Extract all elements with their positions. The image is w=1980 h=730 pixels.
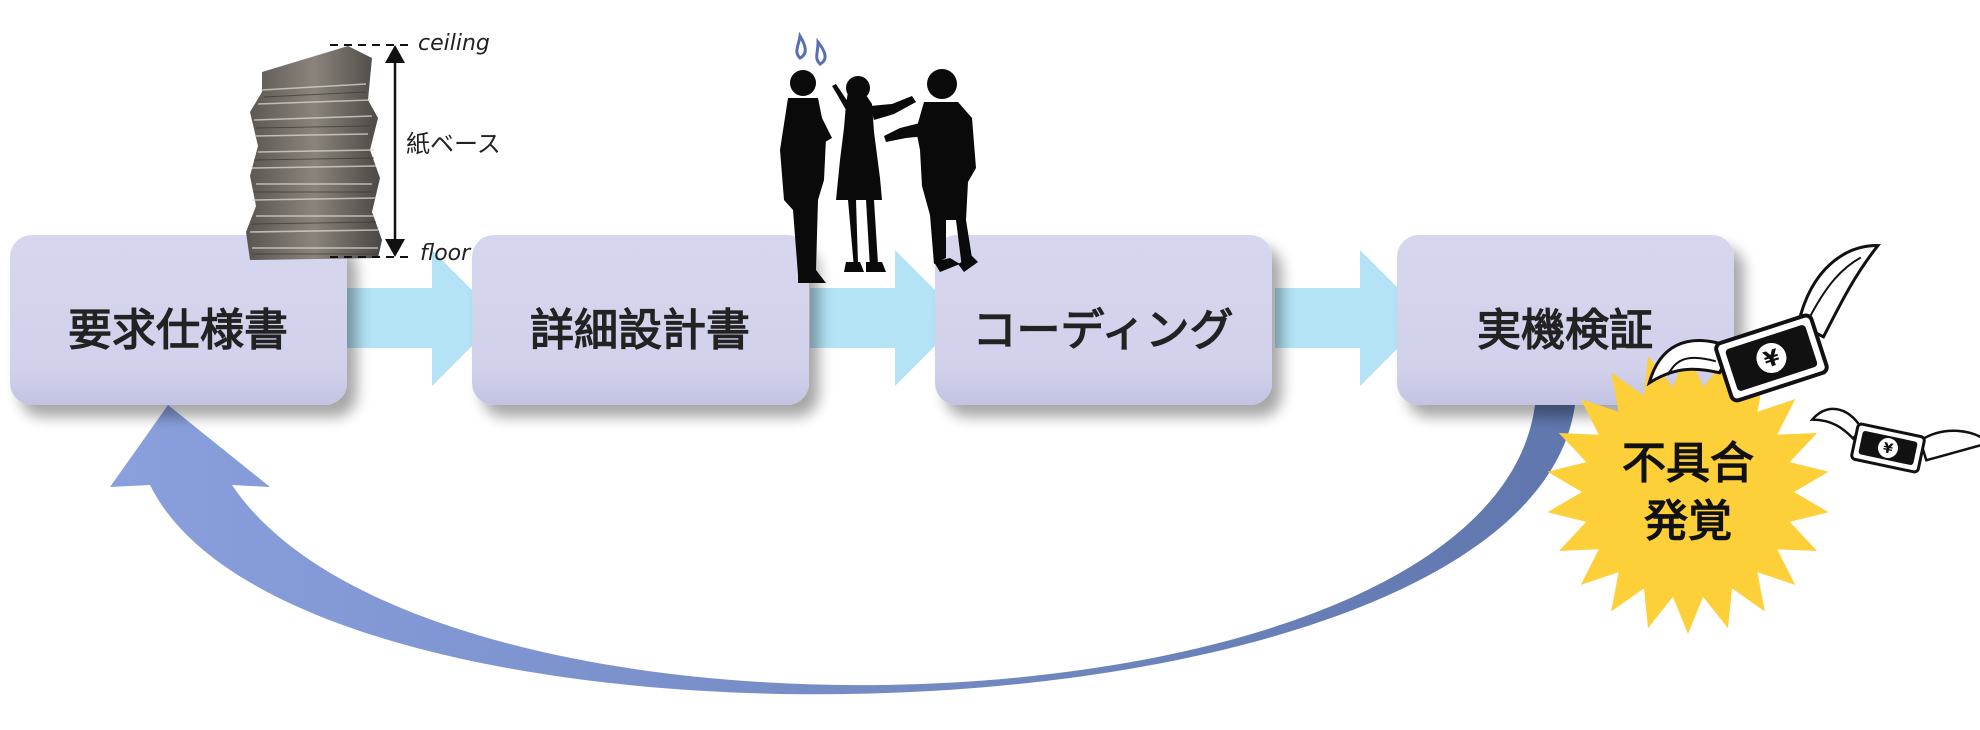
measure-arrowhead-up: [385, 45, 405, 63]
height-measurement: ceiling floor 紙ベース: [330, 31, 501, 266]
stage-label: コーディング: [973, 305, 1234, 356]
burst-shape: [1547, 350, 1829, 634]
ceiling-label: ceiling: [418, 31, 490, 56]
defect-found-burst: 不具合 発覚: [1547, 350, 1829, 634]
people-silhouette-icon: [780, 69, 978, 283]
stage-detailed-design: 詳細設計書: [472, 235, 809, 405]
yen-symbol-small: ¥: [1881, 440, 1894, 458]
stage-box: [10, 235, 347, 405]
stage-requirements: 要求仕様書: [10, 235, 347, 405]
feedback-loop-arrow: [110, 405, 1575, 695]
paper-stack-icon: [246, 46, 382, 260]
stage-coding: コーディング: [935, 235, 1272, 405]
stage-label: 詳細設計書: [530, 305, 750, 356]
flow-arrow-3: [1275, 250, 1428, 386]
burst-label-line1: 不具合: [1622, 438, 1754, 489]
flying-money-icon: ¥: [1646, 244, 1882, 403]
stage-label: 実機検証: [1477, 305, 1653, 356]
stage-box: [472, 235, 809, 405]
flow-arrow-2: [810, 250, 963, 386]
sweat-drops-icon: [795, 31, 827, 66]
stage-box: [935, 235, 1272, 405]
flying-money-icon-small: ¥: [1809, 407, 1980, 474]
burst-label-line2: 発覚: [1643, 496, 1732, 547]
stage-label: 要求仕様書: [68, 305, 288, 356]
paper-based-label: 紙ベース: [406, 130, 501, 158]
flow-arrow-1: [345, 250, 500, 386]
measure-arrowhead-down: [385, 239, 405, 257]
floor-label: floor: [420, 241, 472, 266]
